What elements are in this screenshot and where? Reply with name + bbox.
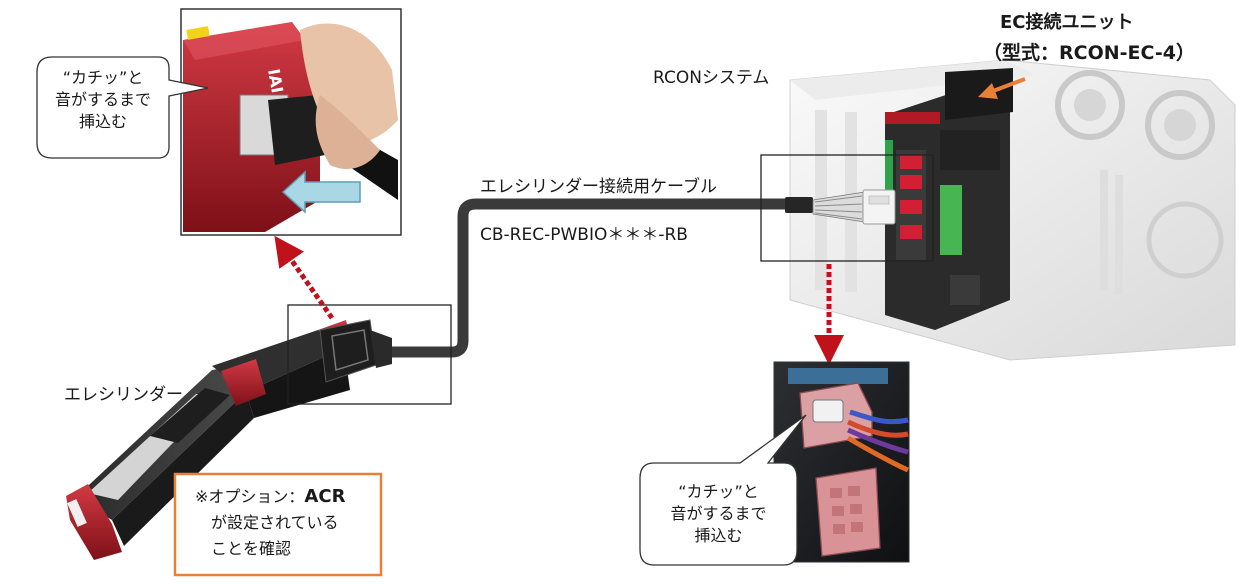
callout-top-line2: 音がするまで <box>54 90 151 109</box>
ec-unit-title-line2: （型式：RCON-EC-4） <box>983 42 1195 64</box>
ec-unit-title-line1: EC接続ユニット <box>1000 12 1134 33</box>
callout-bottom-text: “カチッ”と 音がするまで 挿込む <box>640 481 797 547</box>
callout-top-bubble <box>36 56 209 159</box>
callout-bottom-line2: 音がするまで <box>670 504 767 523</box>
top-connector-photo: IAI <box>180 8 402 236</box>
actuator-connector-highlight-frame <box>287 304 452 405</box>
option-note-line1: ※オプション：ACR <box>195 484 345 510</box>
rcon-system-label: RCONシステム <box>653 68 770 88</box>
ec-unit-pointer-arrow <box>978 77 1026 99</box>
rcon-system-image <box>789 59 1236 361</box>
svg-text:IAI: IAI <box>264 67 287 94</box>
callout-bottom-bubble <box>639 414 807 566</box>
option-note-code: ACR <box>304 486 346 507</box>
elecylinder-label: エレシリンダー <box>64 385 183 405</box>
callout-top-text: “カチッ”と 音がするまで 挿込む <box>37 67 169 133</box>
callout-bottom-line1: “カチッ”と <box>678 482 759 501</box>
elecylinder-actuator <box>66 320 352 560</box>
cable-name-label: エレシリンダー接続用ケーブル <box>480 177 717 197</box>
rcon-side-cable-connector <box>785 189 896 225</box>
option-note-text: ※オプション：ACR が設定されている ことを確認 <box>195 484 345 562</box>
option-note-line3: ことを確認 <box>211 539 292 558</box>
callout-top-line3: 挿込む <box>78 112 127 131</box>
rcon-connector-highlight-frame <box>760 154 934 262</box>
callout-top-line1: “カチッ”と <box>62 68 144 87</box>
option-note-prefix: ※オプション： <box>195 487 305 506</box>
elecylinder-cable <box>392 198 790 358</box>
cable-model-label: CB-REC-PWBIO＊＊＊-RB <box>480 225 688 245</box>
option-note-box <box>173 472 383 577</box>
option-note-line2: が設定されている <box>211 513 339 532</box>
callout-bottom-line3: 挿込む <box>694 526 743 545</box>
actuator-cable-plug <box>319 319 392 383</box>
red-arrow-to-top-photo <box>274 235 335 320</box>
